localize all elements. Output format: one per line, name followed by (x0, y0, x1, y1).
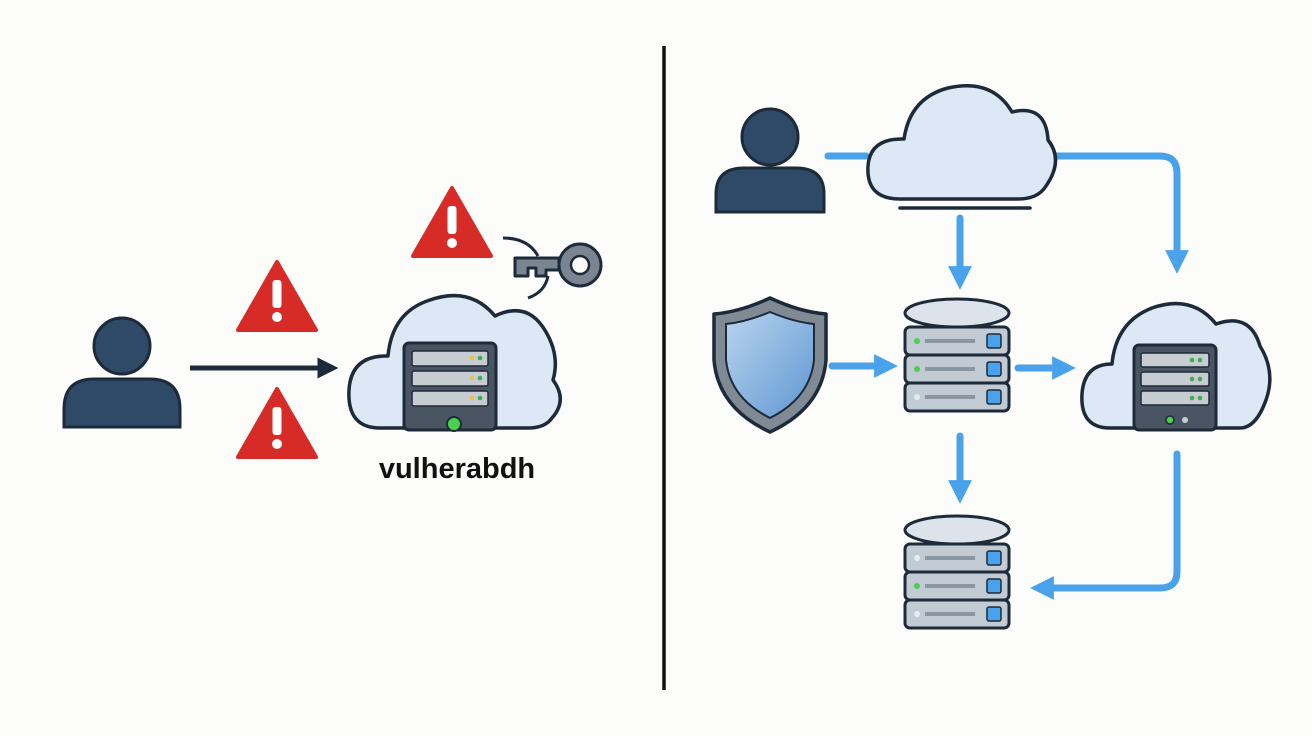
flow-arrow-return-loop (1030, 450, 1181, 600)
right-panel (712, 83, 1272, 630)
left-panel: vulherabdh (62, 186, 603, 485)
flow-arrow-cloud-to-right-cloud (1046, 152, 1189, 274)
flow-arrows (824, 152, 1189, 600)
database-icon (903, 297, 1011, 413)
cloud-icon (866, 83, 1058, 210)
cloud-server-icon (347, 293, 562, 432)
warning-icon (236, 260, 318, 332)
vulnerable-label: vulherabdh (379, 453, 535, 485)
warning-icon (411, 186, 493, 258)
user-icon (62, 316, 182, 429)
warning-icon (236, 387, 318, 459)
database-icon (903, 514, 1011, 630)
shield-icon (712, 296, 828, 434)
user-icon (714, 107, 826, 214)
key-icon (502, 236, 603, 300)
cloud-server-icon (1080, 301, 1272, 432)
